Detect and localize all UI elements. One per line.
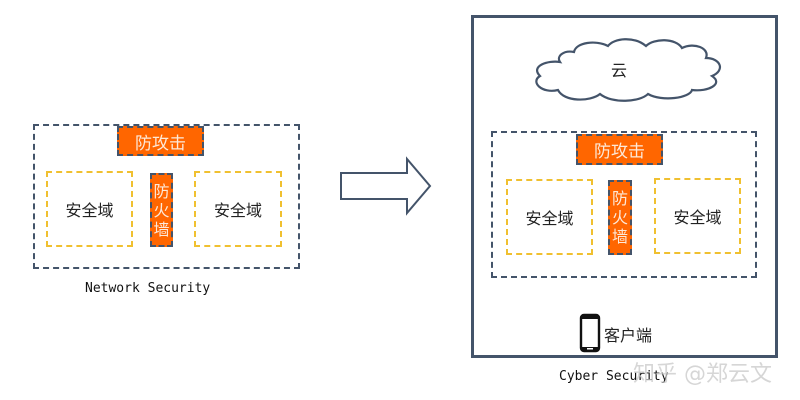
- cyber-firewall-box: 防 火 墙: [608, 180, 632, 255]
- cloud-label: 云: [611, 61, 628, 80]
- cyber-security-zone-left: 安全域: [506, 179, 593, 255]
- cyber-security-inner-boundary: [491, 131, 757, 278]
- cloud-icon: [535, 38, 722, 102]
- cyber-security-caption: Cyber Security: [559, 369, 669, 384]
- network-security-zone-left: 安全域: [46, 171, 133, 247]
- network-attack-defense-box: 防攻击: [117, 126, 204, 156]
- firewall-char: 墙: [153, 219, 170, 239]
- firewall-char: 防: [611, 189, 628, 208]
- watermark: 知乎 @郑云文: [633, 362, 772, 387]
- firewall-char: 火: [611, 208, 628, 227]
- client-label: 客户端: [604, 326, 653, 345]
- firewall-char: 防: [153, 181, 170, 201]
- cyber-attack-defense-box: 防攻击: [576, 134, 663, 165]
- attack-defense-label: 防攻击: [594, 142, 645, 162]
- zone-label: 安全域: [213, 201, 262, 220]
- network-security-zone-right: 安全域: [194, 171, 282, 247]
- attack-defense-label: 防攻击: [135, 133, 186, 154]
- zone-label: 安全域: [673, 208, 722, 227]
- zone-label: 安全域: [65, 201, 114, 220]
- zone-label: 安全域: [525, 209, 574, 228]
- cyber-security-zone-right: 安全域: [654, 178, 741, 254]
- firewall-char: 墙: [611, 227, 628, 246]
- network-security-boundary: [33, 124, 300, 269]
- network-firewall-box: 防 火 墙: [150, 173, 173, 247]
- smartphone-icon: [579, 313, 601, 353]
- network-security-caption: Network Security: [85, 281, 211, 296]
- right-arrow-icon: [340, 156, 432, 216]
- firewall-char: 火: [153, 200, 170, 220]
- cyber-security-boundary: [471, 15, 778, 358]
